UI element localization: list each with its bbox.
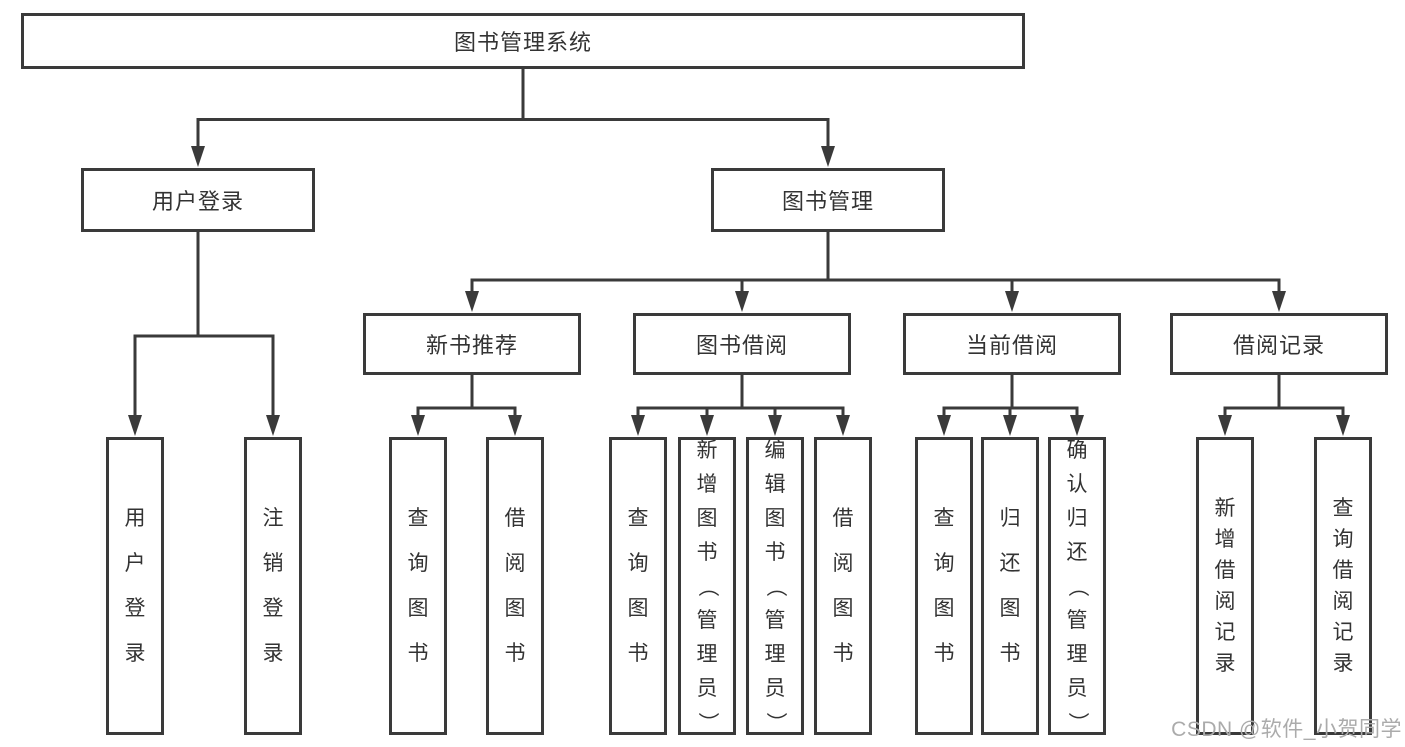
leaf-query-books-3: 查询图书: [915, 437, 973, 735]
node-user-login: 用户登录: [81, 168, 315, 232]
leaf-query-books-2: 查询图书: [609, 437, 667, 735]
leaf-borrow-books-1: 借阅图书: [486, 437, 544, 735]
leaf-user-login: 用户登录: [106, 437, 164, 735]
csdn-watermark: CSDN @软件_小贺同学: [1171, 718, 1402, 741]
leaf-add-books-admin: 新增图书（管理员）: [678, 437, 736, 735]
node-borrow-record: 借阅记录: [1170, 313, 1388, 375]
leaf-return-books: 归还图书: [981, 437, 1039, 735]
leaf-add-borrow-record: 新增借阅记录: [1196, 437, 1254, 735]
node-root-system: 图书管理系统: [21, 13, 1025, 69]
node-current-borrow: 当前借阅: [903, 313, 1121, 375]
leaf-edit-books-admin: 编辑图书（管理员）: [746, 437, 804, 735]
node-book-management: 图书管理: [711, 168, 945, 232]
node-new-book-recommend: 新书推荐: [363, 313, 581, 375]
leaf-query-borrow-record: 查询借阅记录: [1314, 437, 1372, 735]
leaf-confirm-return-admin: 确认归还（管理员）: [1048, 437, 1106, 735]
leaf-borrow-books-2: 借阅图书: [814, 437, 872, 735]
leaf-logout: 注销登录: [244, 437, 302, 735]
leaf-query-books-1: 查询图书: [389, 437, 447, 735]
node-book-borrow: 图书借阅: [633, 313, 851, 375]
